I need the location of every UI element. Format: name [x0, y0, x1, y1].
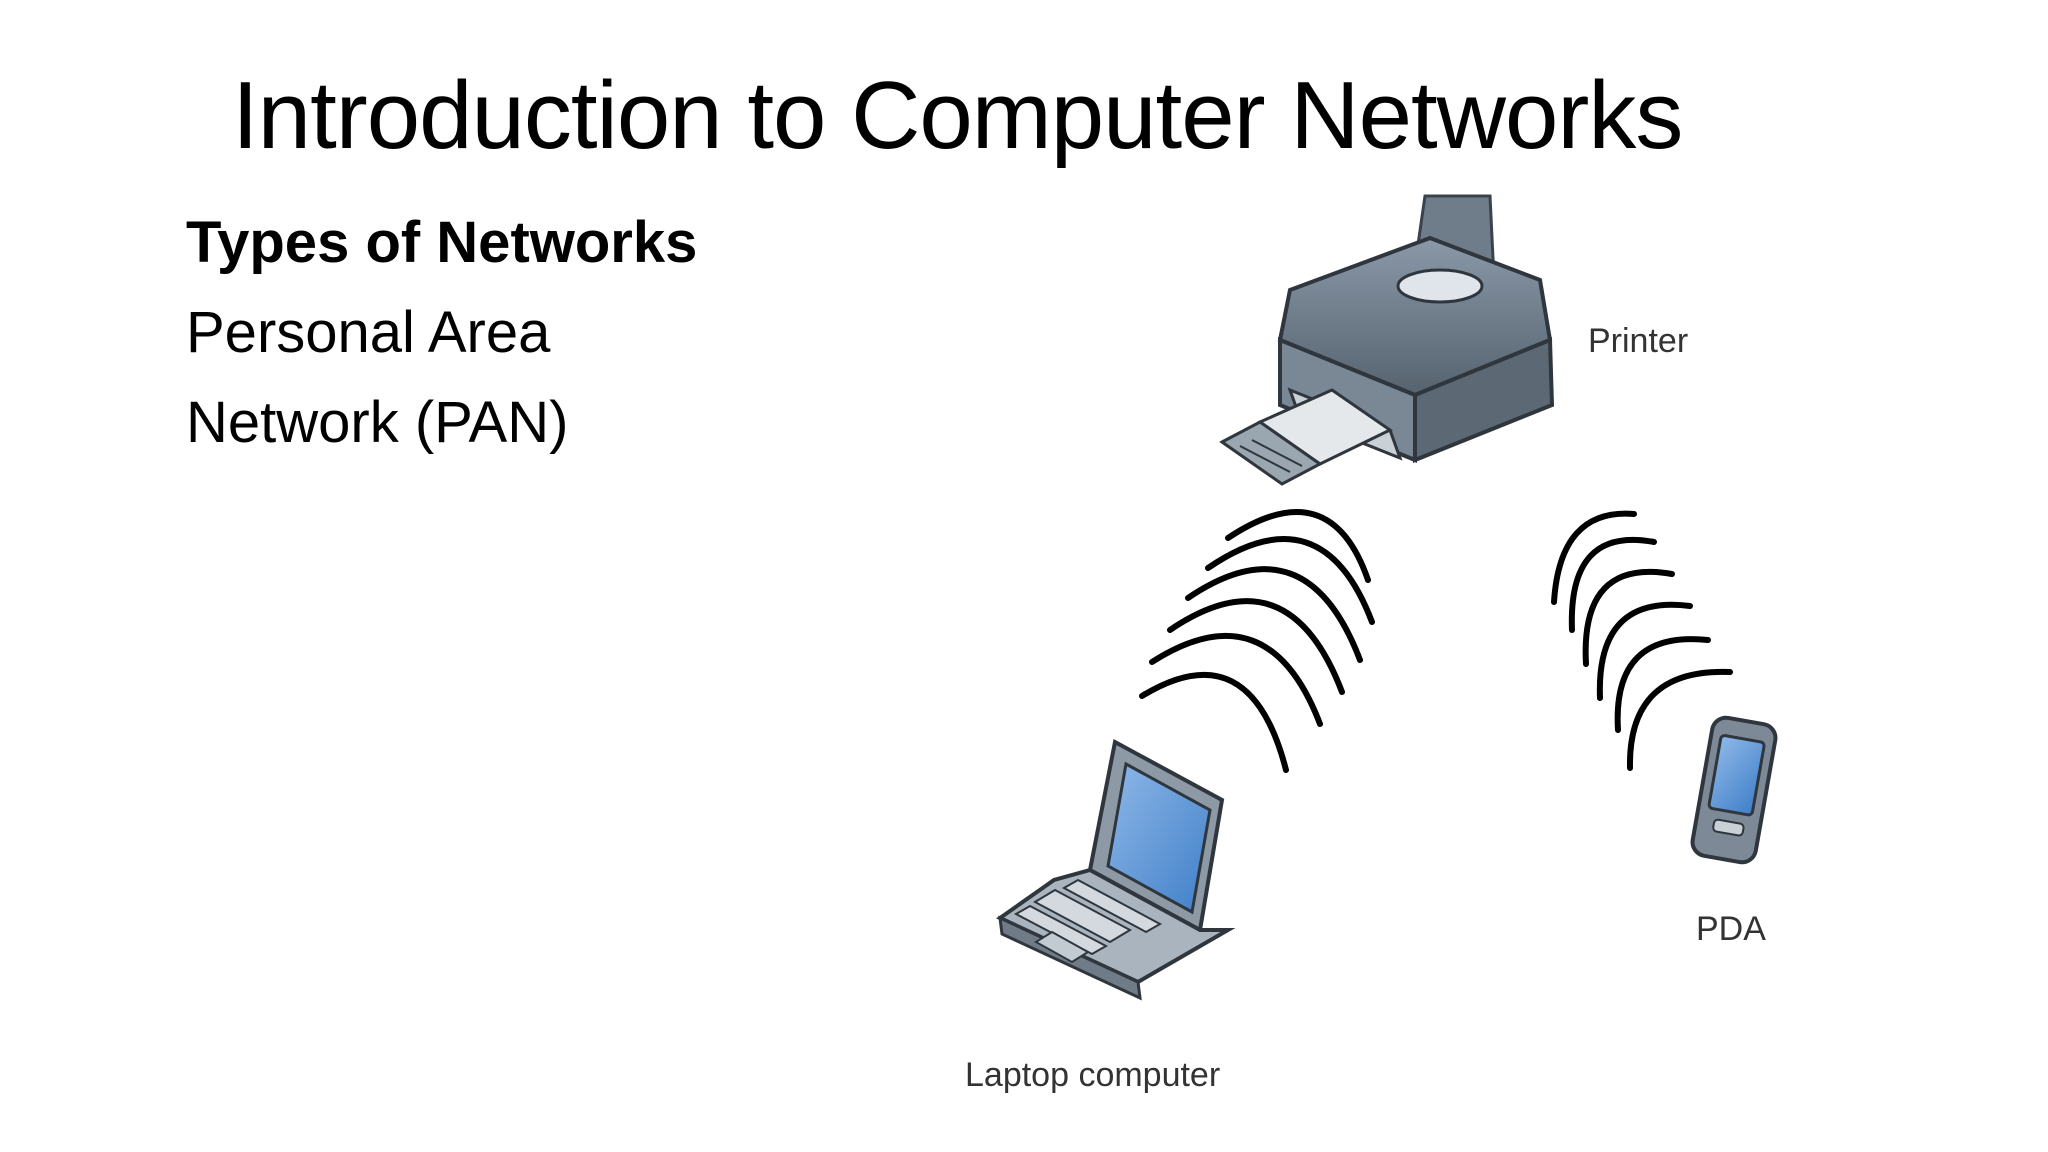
wireless-signal-right	[1551, 510, 1733, 771]
wireless-signal-left	[1139, 509, 1375, 773]
pda-label: PDA	[1696, 910, 1766, 948]
body-line-2: Network (PAN)	[186, 390, 569, 455]
body-line-1: Personal Area	[186, 300, 551, 365]
printer-label: Printer	[1588, 322, 1689, 360]
printer-icon	[1219, 194, 1555, 486]
laptop-label: Laptop computer	[965, 1056, 1221, 1094]
pan-diagram-graphic	[996, 194, 1778, 1001]
laptop-icon	[996, 738, 1236, 1001]
pan-diagram: Printer PDA Laptop computer	[960, 190, 1820, 1130]
slide-title: Introduction to Computer Networks	[232, 62, 1683, 169]
pda-icon	[1690, 715, 1778, 865]
body-heading: Types of Networks	[186, 210, 698, 275]
slide-body: Types of Networks Personal Area Network …	[186, 198, 697, 468]
